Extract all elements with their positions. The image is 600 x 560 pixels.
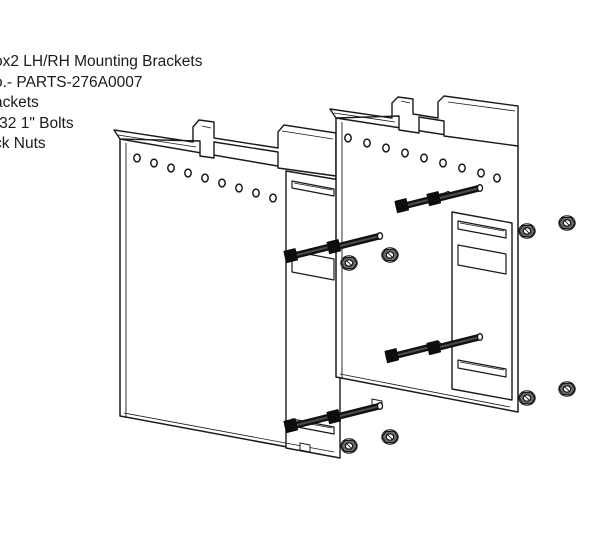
left-bracket-top-flange	[113, 119, 337, 177]
left-bracket-top-flange-inner-line	[117, 125, 334, 148]
right-hand-bracket	[329, 95, 519, 413]
caption-line-2: o.- PARTS-276A0007	[0, 73, 143, 91]
left-bracket-hole-row	[133, 153, 277, 203]
hex-lock-nut	[381, 247, 399, 263]
left-bracket-bottom-tab	[299, 442, 311, 453]
caption-line-5: ck Nuts	[0, 135, 46, 152]
right-bracket-lower-slot	[457, 359, 507, 378]
hex-lock-nut	[518, 223, 536, 239]
right-bracket-upper-slot	[457, 220, 507, 239]
hex-lock-nut	[518, 390, 536, 406]
left-bracket-side-flange	[285, 170, 341, 459]
right-bracket-top-flange-inner-line	[333, 100, 516, 123]
hex-lock-nut	[558, 215, 576, 231]
hex-lock-nut	[340, 255, 358, 271]
right-bracket-top-flange	[329, 95, 519, 147]
caption-line-4: -32 1" Bolts	[0, 114, 74, 132]
right-bracket-rect-cutout	[457, 244, 507, 275]
left-hand-bracket	[113, 119, 341, 459]
right-bracket-hole-row	[344, 133, 501, 183]
hex-lock-nut	[381, 429, 399, 445]
right-bracket-upper-slot-highlight	[459, 222, 505, 232]
parts-caption-block: ox2 LH/RH Mounting Brackets o.- PARTS-27…	[0, 52, 300, 155]
hex-lock-nut	[340, 438, 358, 454]
hex-lock-nut	[558, 381, 576, 397]
left-bracket-rect-cutout	[291, 250, 335, 281]
right-bracket-bottom-fold	[339, 373, 511, 408]
left-bracket-bottom-fold	[123, 412, 335, 453]
left-bracket-upper-slot-highlight	[293, 182, 333, 191]
caption-line-1: ox2 LH/RH Mounting Brackets	[0, 53, 203, 70]
caption-line-3: ackets	[0, 94, 39, 111]
right-bracket-lower-slot-highlight	[459, 361, 505, 371]
